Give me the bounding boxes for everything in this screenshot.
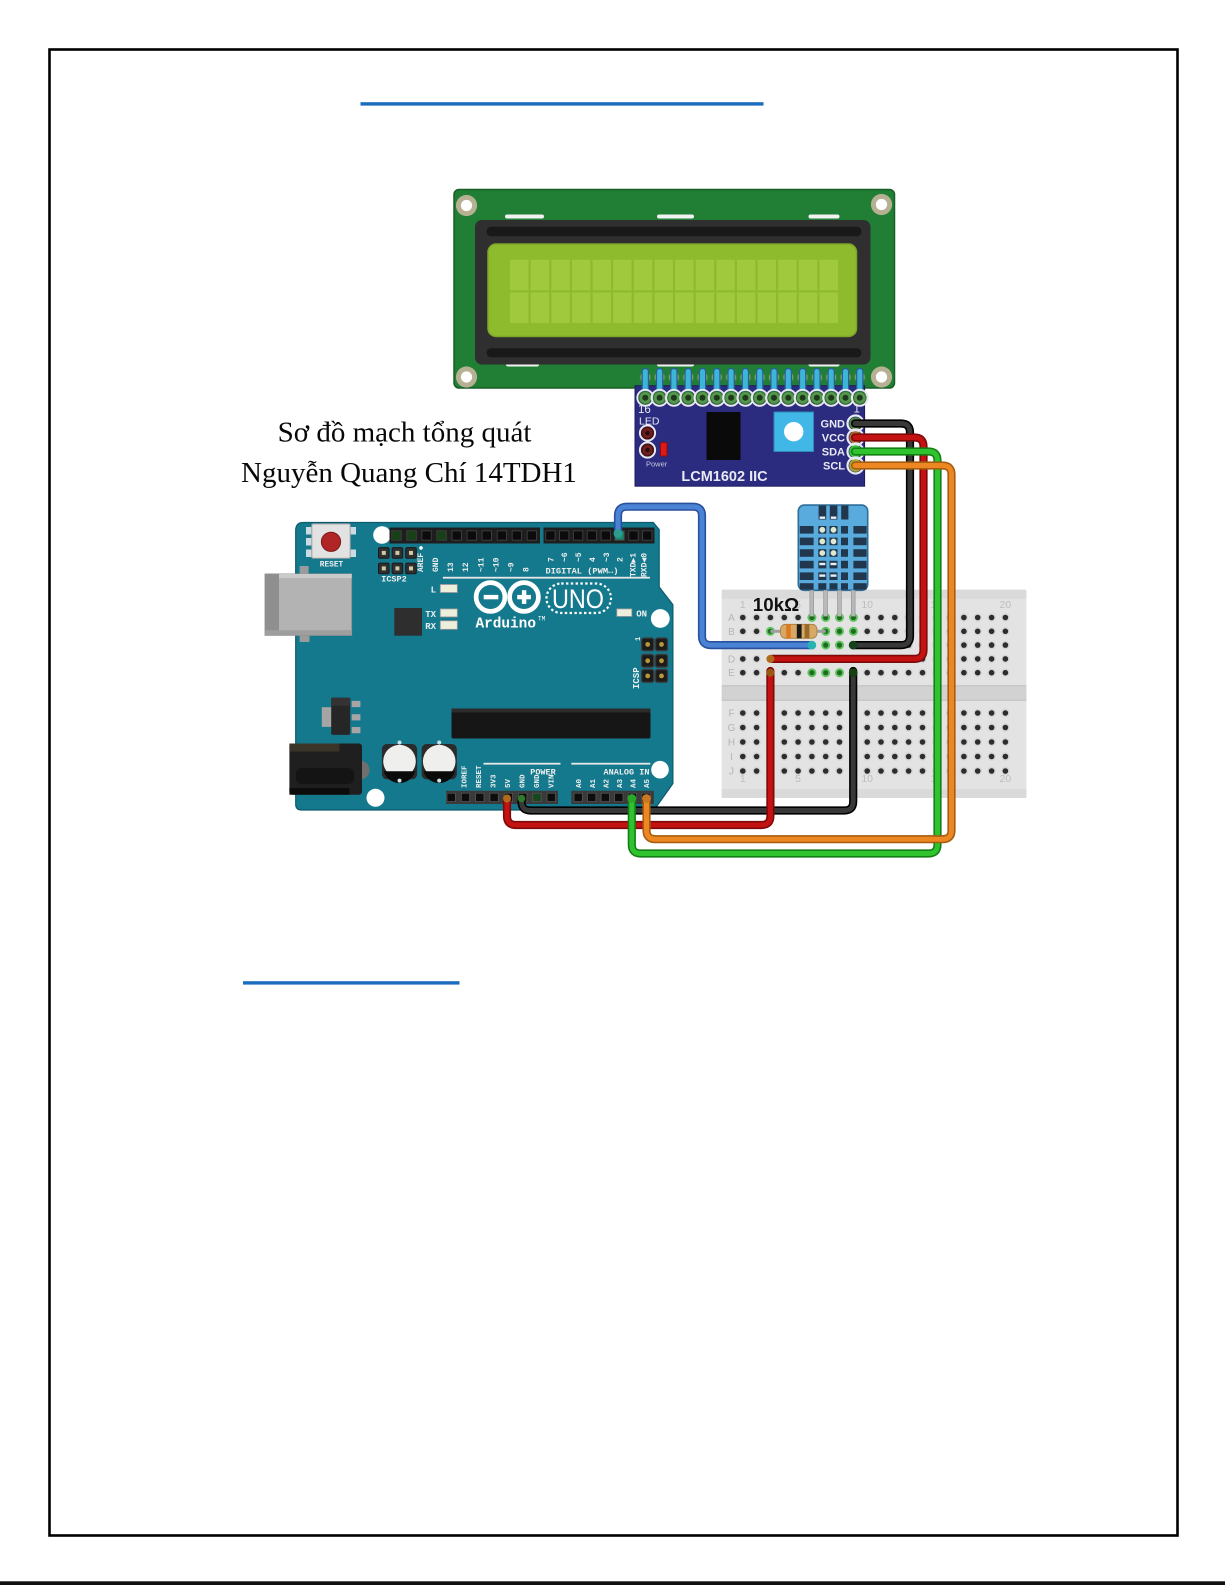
svg-text:ICSP: ICSP (632, 667, 642, 689)
svg-text:~3: ~3 (603, 552, 612, 562)
svg-text:A0: A0 (576, 778, 584, 788)
svg-text:J: J (729, 767, 734, 778)
svg-text:RESET: RESET (476, 765, 484, 788)
svg-text:GND: GND (520, 774, 528, 788)
svg-text:ANALOG IN: ANALOG IN (604, 767, 650, 777)
svg-text:10: 10 (861, 599, 873, 611)
svg-text:A2: A2 (603, 778, 611, 788)
svg-text:H: H (728, 738, 735, 749)
svg-text:UNO: UNO (552, 584, 604, 614)
svg-text:~5: ~5 (575, 552, 584, 562)
svg-text:10kΩ: 10kΩ (753, 594, 799, 615)
svg-text:Sơ đồ mạch tổng quát: Sơ đồ mạch tổng quát (278, 417, 532, 449)
svg-text:IOREF: IOREF (461, 765, 469, 788)
svg-text:ICSP2: ICSP2 (381, 575, 407, 585)
svg-text:D: D (728, 654, 735, 665)
svg-text:SCL: SCL (823, 461, 845, 473)
svg-text:1: 1 (740, 773, 746, 785)
svg-text:GND: GND (821, 419, 846, 431)
svg-text:10: 10 (861, 773, 873, 785)
svg-text:~6: ~6 (561, 552, 570, 562)
svg-text:RX: RX (425, 622, 436, 632)
svg-text:A3: A3 (617, 778, 625, 788)
svg-text:A4: A4 (630, 778, 638, 788)
svg-text:B: B (728, 627, 735, 638)
svg-text:A: A (728, 613, 735, 624)
svg-text:20: 20 (1000, 773, 1012, 785)
svg-text:~9: ~9 (507, 562, 516, 572)
svg-text:I: I (730, 752, 733, 763)
svg-text:TM: TM (538, 616, 546, 623)
svg-text:5: 5 (795, 599, 801, 611)
svg-text:2: 2 (617, 557, 626, 562)
svg-text:8: 8 (523, 567, 532, 572)
svg-text:VIN: VIN (549, 774, 557, 788)
svg-text:1: 1 (854, 404, 860, 416)
svg-text:AREF: AREF (417, 553, 426, 572)
svg-text:L: L (431, 586, 436, 596)
svg-text:12: 12 (462, 562, 471, 572)
svg-text:RXD◀0: RXD◀0 (641, 553, 650, 577)
svg-text:3V3: 3V3 (490, 774, 498, 788)
svg-text:LCM1602 IIC: LCM1602 IIC (681, 469, 768, 485)
svg-text:1: 1 (740, 599, 746, 611)
svg-text:RESET: RESET (320, 562, 344, 570)
svg-text:4: 4 (589, 557, 598, 562)
svg-text:16: 16 (638, 404, 651, 416)
svg-text:A1: A1 (590, 778, 598, 788)
svg-text:20: 20 (1000, 599, 1012, 611)
svg-text:Power: Power (646, 460, 668, 469)
svg-text:F: F (728, 709, 734, 720)
svg-text:~10: ~10 (492, 557, 501, 572)
svg-text:5: 5 (795, 773, 801, 785)
svg-text:5V: 5V (505, 778, 513, 788)
svg-text:~11: ~11 (477, 557, 486, 572)
svg-text:VCC: VCC (822, 433, 845, 445)
svg-text:13: 13 (447, 562, 456, 572)
svg-text:ON: ON (636, 610, 647, 620)
svg-text:LED: LED (639, 416, 660, 428)
svg-text:Arduino: Arduino (476, 617, 536, 633)
svg-text:Nguyễn Quang Chí 14TDH1: Nguyễn Quang Chí 14TDH1 (241, 457, 577, 489)
svg-text:G: G (728, 723, 736, 734)
svg-text:E: E (728, 668, 735, 679)
svg-text:7: 7 (547, 557, 556, 562)
svg-text:SDA: SDA (822, 447, 845, 459)
svg-text:DIGITAL (PWM↔): DIGITAL (PWM↔) (546, 567, 619, 577)
svg-text:GND: GND (534, 774, 542, 788)
svg-text:GND: GND (432, 557, 441, 572)
svg-text:POWER: POWER (530, 767, 556, 777)
svg-text:TXD▶1: TXD▶1 (630, 553, 639, 577)
svg-text:A5: A5 (644, 778, 652, 788)
svg-text:TX: TX (425, 610, 436, 620)
svg-text:1: 1 (635, 637, 643, 641)
